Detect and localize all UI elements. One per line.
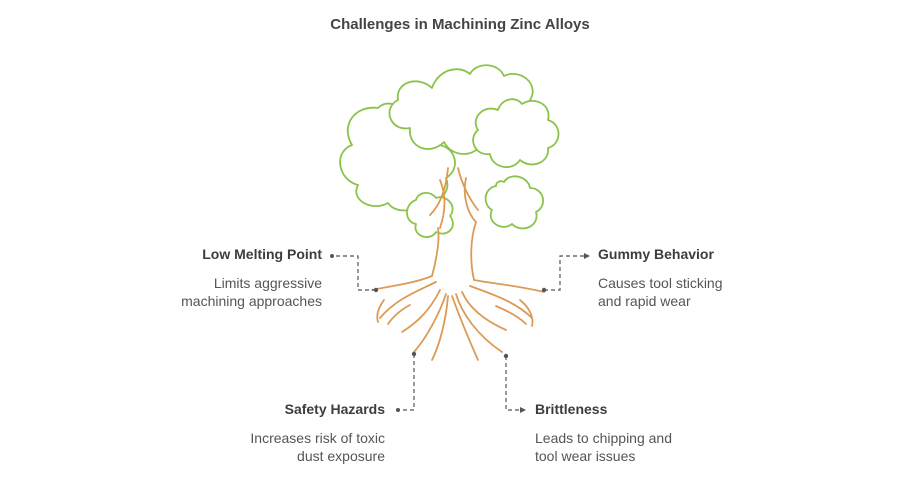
connector-lines xyxy=(332,255,586,411)
description-safety-hazards: Increases risk of toxic dust exposure xyxy=(250,430,385,464)
label-gummy-behavior: Gummy Behavior Causes tool sticking and … xyxy=(598,246,748,310)
description-low-melting-point: Limits aggressive machining approaches xyxy=(181,275,322,309)
connector-endpoints xyxy=(330,253,590,413)
label-low-melting-point: Low Melting Point Limits aggressive mach… xyxy=(170,246,322,310)
heading-safety-hazards: Safety Hazards xyxy=(284,401,385,417)
label-safety-hazards: Safety Hazards Increases risk of toxic d… xyxy=(240,401,385,465)
connector-gummy-behavior xyxy=(544,255,586,291)
heading-low-melting-point: Low Melting Point xyxy=(202,246,322,262)
connector-safety-hazards xyxy=(398,354,415,411)
description-brittleness: Leads to chipping and tool wear issues xyxy=(535,430,672,464)
tree-trunk-and-roots xyxy=(371,167,545,361)
heading-brittleness: Brittleness xyxy=(535,401,608,417)
description-gummy-behavior: Causes tool sticking and rapid wear xyxy=(598,275,723,309)
page-title: Challenges in Machining Zinc Alloys xyxy=(330,16,590,33)
heading-gummy-behavior: Gummy Behavior xyxy=(598,246,714,262)
tree-canopy xyxy=(339,64,560,238)
connector-brittleness xyxy=(505,356,522,411)
connector-low-melting-point xyxy=(332,255,376,291)
label-brittleness: Brittleness Leads to chipping and tool w… xyxy=(535,401,685,465)
